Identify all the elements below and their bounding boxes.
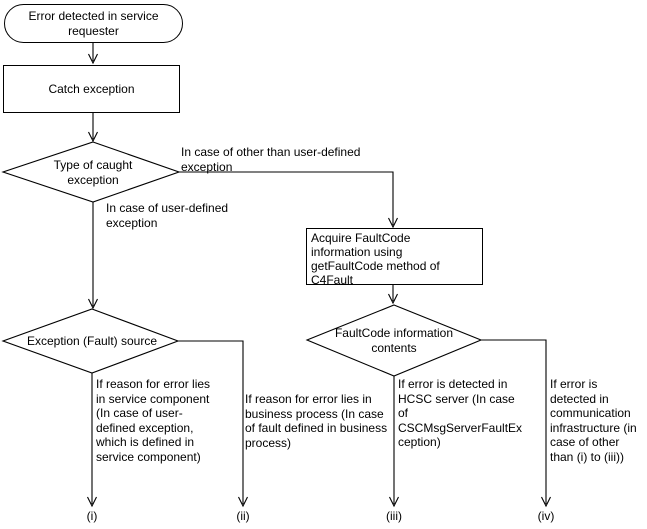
branch-ii-condition: If reason for error lies in business pro… bbox=[245, 392, 388, 450]
edge-faultcode-to-iv bbox=[481, 339, 547, 504]
arrowhead-into-type-decision bbox=[88, 131, 98, 143]
faultcode-contents-diamond bbox=[305, 304, 483, 377]
catch-exception-process: Catch exception bbox=[3, 65, 180, 113]
type-of-caught-exception-diamond bbox=[1, 141, 181, 203]
terminal-iv-label: (iv) bbox=[537, 509, 555, 523]
arrowhead-terminal-i bbox=[87, 496, 97, 508]
branch-iv-condition: If error is detected in communication in… bbox=[550, 377, 637, 464]
acquire-faultcode-process: Acquire FaultCode information using getF… bbox=[306, 228, 483, 287]
arrowhead-into-faultcode-decision bbox=[388, 293, 398, 305]
arrowhead-into-source-decision bbox=[88, 298, 98, 310]
branch-iii-condition: If error is detected in HCSC server (In … bbox=[398, 377, 523, 449]
start-terminator: Error detected in service requester bbox=[4, 4, 183, 43]
edge-source-to-ii bbox=[178, 340, 244, 504]
exception-fault-source-diamond bbox=[1, 308, 180, 374]
branch-i-condition: If reason for error lies in service comp… bbox=[96, 377, 211, 464]
exception-fault-source-label: Exception (Fault) source bbox=[26, 334, 158, 348]
arrowhead-into-acquire bbox=[388, 217, 398, 229]
arrowhead-terminal-iv bbox=[541, 496, 551, 508]
terminal-iii-label: (iii) bbox=[386, 509, 402, 523]
terminal-i-label: (i) bbox=[86, 509, 98, 523]
edge-label-other-than-user-defined: In case of other than user-defined excep… bbox=[181, 145, 361, 174]
arrowhead-terminal-ii bbox=[238, 496, 248, 508]
edge-label-user-defined: In case of user-defined exception bbox=[106, 201, 229, 230]
terminal-ii-label: (ii) bbox=[236, 509, 250, 523]
faultcode-contents-label: FaultCode information contents bbox=[334, 326, 454, 355]
arrowhead-into-catch bbox=[88, 53, 98, 65]
type-of-caught-exception-label: Type of caught exception bbox=[53, 158, 133, 187]
arrowhead-terminal-iii bbox=[389, 496, 399, 508]
edge-type-to-acquire bbox=[179, 171, 394, 225]
